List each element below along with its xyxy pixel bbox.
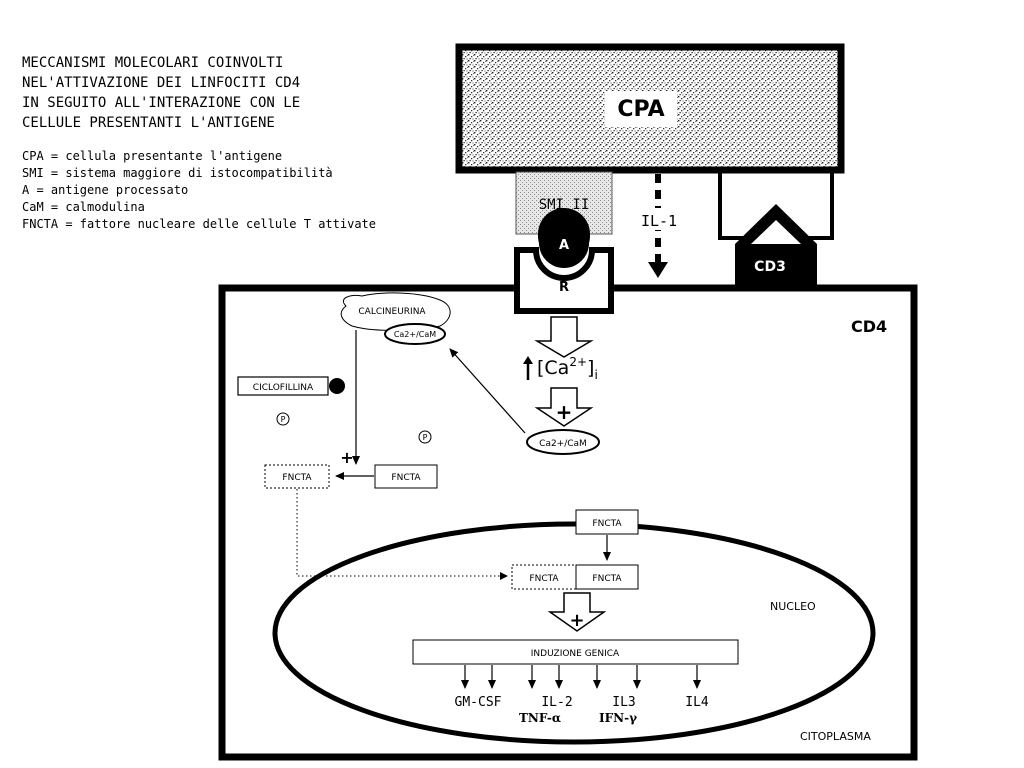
fncta-box bbox=[575, 509, 639, 535]
induction-label: INDUZIONE GENICA bbox=[531, 649, 620, 659]
induction-box bbox=[412, 639, 739, 665]
fncta-nuclear-top: FNCTA bbox=[575, 509, 639, 535]
cd3-label: CD3 bbox=[754, 259, 786, 275]
cpa-label: CPA bbox=[617, 97, 664, 122]
calcineurin-label: CALCINEURINA bbox=[358, 307, 426, 317]
legend-line: A = antigene processato bbox=[22, 183, 188, 197]
fncta-box bbox=[264, 464, 330, 489]
calcineurin-blob bbox=[340, 292, 451, 331]
fncta-label: FNCTA bbox=[391, 473, 421, 483]
calcium-superscript: 2+ bbox=[569, 355, 587, 369]
gene-label: IL-2 bbox=[541, 695, 572, 710]
phosphate-circle bbox=[276, 412, 290, 426]
title-line: CELLULE PRESENTANTI L'ANTIGENE bbox=[22, 115, 275, 131]
gene-label: IL3 bbox=[612, 695, 635, 710]
hollow-arrow-down bbox=[534, 316, 594, 358]
legend-line: FNCTA = fattore nucleare delle cellule T… bbox=[22, 217, 376, 231]
fncta-label: FNCTA bbox=[529, 574, 559, 584]
gene-label: IFN-γ bbox=[599, 711, 637, 725]
cpa-cell: CPA bbox=[455, 43, 845, 174]
phosphate-label: P bbox=[423, 433, 428, 442]
phosphate-label: P bbox=[281, 415, 286, 424]
gene-induction: INDUZIONE GENICA bbox=[412, 639, 739, 665]
up-arrowhead bbox=[523, 356, 533, 364]
nucleus-ellipse bbox=[272, 521, 876, 745]
il1-label-bg bbox=[634, 208, 684, 230]
plus-sign-left: + bbox=[340, 448, 353, 467]
cd3-outer bbox=[735, 204, 817, 288]
cd3-notch bbox=[751, 220, 801, 244]
fncta-box bbox=[374, 464, 438, 489]
hollow-arrow-induction bbox=[547, 592, 607, 632]
translocation-arrowhead bbox=[500, 572, 508, 580]
smi-label: SMI II bbox=[539, 197, 590, 213]
ca-cam-ellipse bbox=[526, 429, 600, 455]
calcium-subscript: i bbox=[594, 368, 597, 382]
fncta-complex: FNCTA FNCTA bbox=[511, 564, 639, 590]
fncta-box-right bbox=[575, 564, 639, 590]
phosphate-circle bbox=[418, 430, 432, 444]
ca-cam-complex-lower: Ca2+/CaM bbox=[526, 429, 600, 455]
phosphate-1: P bbox=[276, 412, 290, 426]
ca-cam-ellipse-upper bbox=[384, 323, 446, 345]
antigen-label: A bbox=[559, 238, 569, 253]
legend-line: CPA = cellula presentante l'antigene bbox=[22, 149, 282, 163]
calcium-base: [Ca bbox=[537, 357, 569, 379]
ciclofillina-dot bbox=[329, 378, 345, 394]
hollow-arrow-down-plus bbox=[534, 387, 594, 427]
title-line: NEL'ATTIVAZIONE DEI LINFOCITI CD4 bbox=[22, 75, 300, 91]
ciclofillina: CICLOFILLINA bbox=[237, 376, 345, 396]
fncta-box-left bbox=[511, 564, 577, 590]
plus-sign: + bbox=[556, 400, 573, 424]
il1-arrowhead bbox=[648, 262, 668, 278]
il1-label: IL-1 bbox=[641, 212, 677, 230]
gene-labels: GM-CSF IL-2 IL3 IL4 TNF-α IFN-γ bbox=[455, 695, 709, 725]
title-line: IN SEGUITO ALL'INTERAZIONE CON LE bbox=[22, 95, 300, 111]
receptor-shape bbox=[514, 247, 614, 314]
cpa-label-bg bbox=[605, 91, 677, 127]
ciclofillina-box bbox=[237, 376, 329, 396]
gene-arrows bbox=[461, 665, 701, 689]
arrow-to-calcineurin bbox=[449, 348, 526, 434]
calcium-increase: [Ca2+]i + bbox=[523, 316, 598, 427]
nucleus: NUCLEO bbox=[272, 521, 876, 745]
title-line: MECCANISMI MOLECOLARI COINVOLTI bbox=[22, 55, 283, 71]
legend: CPA = cellula presentante l'antigene SMI… bbox=[22, 149, 376, 231]
calcineurin: CALCINEURINA Ca2+/CaM bbox=[340, 292, 451, 345]
antigen-shape bbox=[539, 218, 589, 268]
legend-line: CaM = calmodulina bbox=[22, 200, 145, 214]
nucleus-label: NUCLEO bbox=[770, 600, 816, 613]
ciclofillina-label: CICLOFILLINA bbox=[253, 383, 314, 393]
gene-label: TNF-α bbox=[519, 711, 561, 725]
fncta-label: FNCTA bbox=[592, 574, 622, 584]
il1-signal: IL-1 bbox=[634, 174, 684, 278]
fncta-phosphorylated: FNCTA bbox=[374, 464, 438, 489]
ca-cam-label-upper: Ca2+/CaM bbox=[394, 330, 436, 339]
phosphate-2: P bbox=[418, 430, 432, 444]
receptor-label: R bbox=[559, 280, 569, 295]
gene-label: GM-CSF bbox=[455, 695, 502, 710]
gene-label: IL4 bbox=[685, 695, 709, 710]
calcium-label: [Ca2+]i bbox=[537, 355, 598, 382]
translocation-path bbox=[296, 489, 505, 577]
fncta-label: FNCTA bbox=[282, 473, 312, 483]
fncta-label: FNCTA bbox=[592, 519, 622, 529]
header-title: MECCANISMI MOLECOLARI COINVOLTI NEL'ATTI… bbox=[22, 55, 300, 131]
cytoplasm-label: CITOPLASMA bbox=[800, 730, 871, 743]
cd4-label: CD4 bbox=[851, 317, 887, 336]
plus-sign-nucleus: + bbox=[569, 610, 584, 631]
ca-cam-label: Ca2+/CaM bbox=[539, 439, 587, 449]
legend-line: SMI = sistema maggiore di istocompatibil… bbox=[22, 166, 333, 180]
calcium-close: ] bbox=[587, 357, 594, 379]
cd3-molecule: CD3 bbox=[735, 204, 817, 288]
fncta-dephosphorylated: FNCTA bbox=[264, 464, 330, 489]
receptor-complex: A R bbox=[514, 208, 614, 314]
